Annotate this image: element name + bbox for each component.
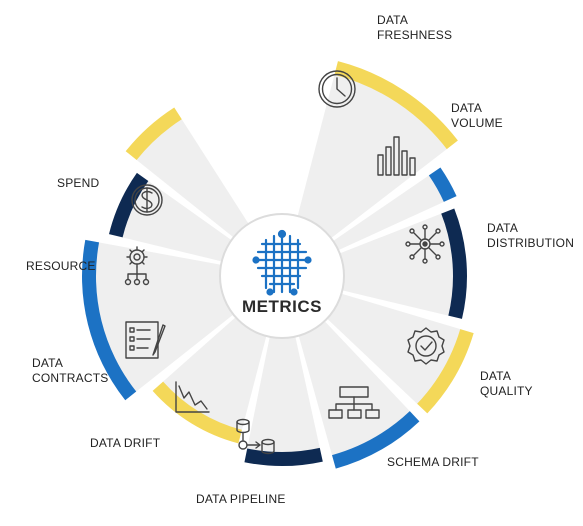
segment-schema-drift — [298, 319, 420, 469]
circuit-brain-icon — [252, 229, 312, 296]
segment-label-schema-drift: SCHEMA DRIFT — [387, 455, 479, 470]
segment-accent-band-data-quality — [417, 329, 474, 414]
line-chart-icon — [175, 381, 210, 413]
segment-label-line: RESOURCE — [26, 259, 96, 273]
segment-accent-band-schema-drift — [332, 411, 420, 469]
segment-accent-band-data-distribution — [441, 208, 467, 319]
segment-accent-band-data-volume — [428, 167, 457, 202]
network-hub-icon — [405, 224, 445, 264]
segment-label-line: DATA — [451, 101, 483, 115]
resource-gear-icon — [124, 246, 150, 286]
segment-label-line: DATA — [480, 369, 512, 383]
segment-label-line: CONTRACTS — [32, 371, 109, 385]
bar-chart-icon — [377, 136, 416, 176]
segment-body-data-drift — [162, 315, 267, 431]
center-hub — [219, 213, 345, 339]
segment-body-schema-drift — [298, 319, 411, 457]
checklist-icon — [125, 321, 166, 359]
hierarchy-icon — [328, 386, 380, 419]
segment-body-data-quality — [325, 293, 462, 405]
segment-body-spend — [135, 118, 250, 239]
segment-label-line: FRESHNESS — [377, 28, 453, 42]
segment-label-line: DATA PIPELINE — [196, 492, 286, 506]
segment-label-line: DATA — [487, 221, 519, 235]
segment-accent-band-data-contracts — [82, 239, 137, 401]
database-pipeline-icon — [236, 418, 275, 455]
segment-label-line: QUALITY — [480, 384, 533, 398]
segment-label-line: DISTRIBUTION — [487, 236, 575, 250]
segment-label-line: SCHEMA DRIFT — [387, 455, 479, 469]
segment-label-resource: RESOURCE — [26, 259, 96, 274]
segment-data-volume — [331, 167, 457, 252]
clock-icon — [318, 70, 356, 108]
segment-body-data-pipeline — [247, 334, 321, 453]
segment-label-line: VOLUME — [451, 116, 503, 130]
segment-accent-band-spend — [125, 107, 182, 160]
segment-label-data-pipeline: DATA PIPELINE — [196, 492, 286, 507]
dollar-coin-icon — [131, 184, 163, 216]
segment-label-line: DATA DRIFT — [90, 436, 161, 450]
segment-accent-band-data-freshness — [334, 61, 458, 150]
segment-data-freshness — [297, 61, 458, 240]
segment-label-line: DATA — [32, 356, 64, 370]
center-title: METRICS — [242, 297, 322, 316]
segment-body-data-volume — [331, 174, 445, 252]
segment-label-line: SPEND — [57, 176, 100, 190]
segment-data-quality — [325, 293, 474, 414]
segment-body-data-freshness — [297, 73, 448, 240]
segment-label-spend: SPEND — [57, 176, 99, 191]
segment-label-line: DATA — [377, 13, 409, 27]
segment-spend — [125, 107, 250, 239]
quality-badge-icon — [407, 327, 445, 365]
segment-label-data-drift: DATA DRIFT — [90, 436, 160, 451]
segment-accent-band-resource — [108, 172, 149, 238]
